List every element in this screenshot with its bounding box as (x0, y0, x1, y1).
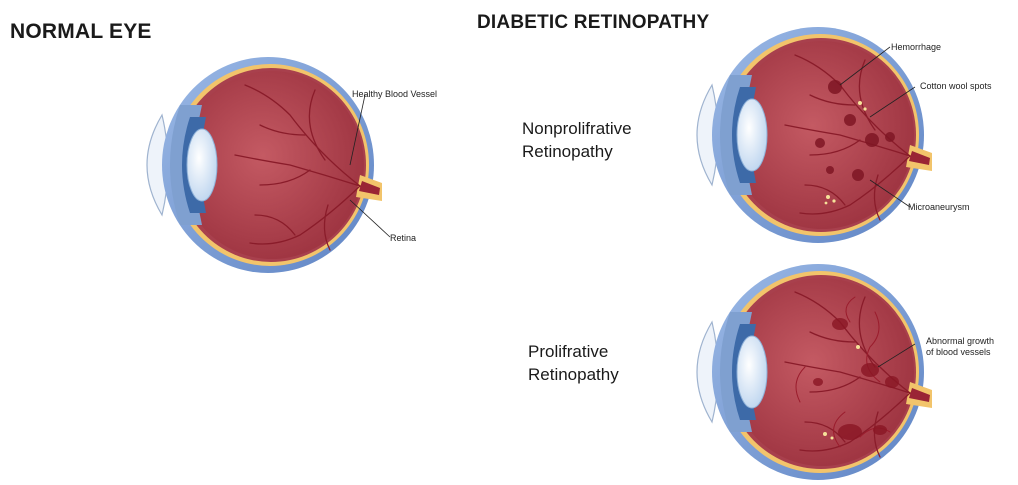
proliferative-label-line2: Retinopathy (528, 363, 619, 386)
diabetic-retinopathy-heading: DIABETIC RETINOPATHY (477, 12, 709, 34)
proliferative-label-line1: Prolifrative (528, 340, 619, 363)
hemorrhage-callout: Hemorrhage (891, 42, 941, 53)
nonproliferative-label: Nonprolifrative Retinopathy (522, 117, 632, 163)
microaneurysm-callout: Microaneurysm (908, 202, 970, 213)
abnormal-growth-callout-line1: Abnormal growth (926, 336, 994, 347)
proliferative-eye-illustration (700, 262, 940, 482)
abnormal-growth-callout-line2: of blood vessels (926, 347, 994, 358)
nonproliferative-eye-illustration (700, 25, 940, 245)
cotton-wool-spots-callout: Cotton wool spots (920, 81, 992, 92)
normal-eye-heading: NORMAL EYE (10, 20, 152, 44)
retina-callout: Retina (390, 233, 416, 244)
nonproliferative-label-line1: Nonprolifrative (522, 117, 632, 140)
healthy-blood-vessel-callout: Healthy Blood Vessel (352, 89, 437, 100)
proliferative-label: Prolifrative Retinopathy (528, 340, 619, 386)
nonproliferative-label-line2: Retinopathy (522, 140, 632, 163)
abnormal-growth-callout: Abnormal growth of blood vessels (926, 336, 994, 358)
normal-eye-illustration (150, 55, 390, 275)
